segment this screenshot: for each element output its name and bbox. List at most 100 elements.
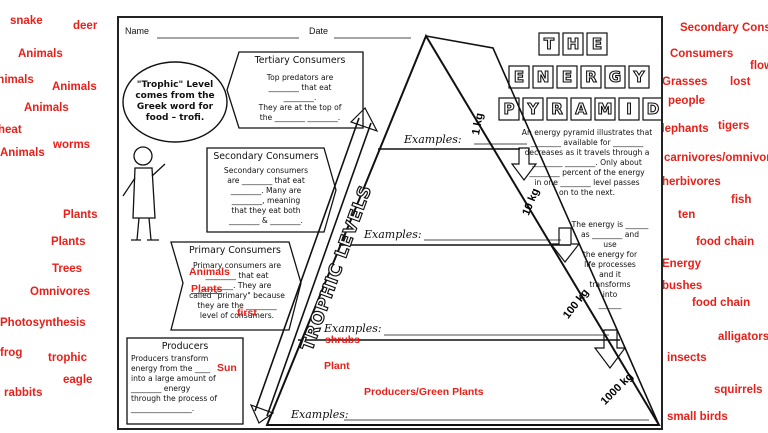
title-letter: R (585, 67, 598, 86)
text-line: decreases as it travels through a (524, 148, 650, 157)
word-card[interactable]: small birds (667, 411, 728, 423)
word-card[interactable]: Animals (0, 74, 34, 86)
text-line: Secondary consumers (223, 166, 309, 175)
text-line: ________. They are (202, 281, 272, 290)
title-letter: Y (527, 99, 539, 118)
examples-label-producers: Examples: (291, 408, 349, 421)
word-card[interactable]: Grasses (662, 76, 708, 88)
text-line: ________ available for ________ (530, 138, 644, 147)
text-line: ________ ________. Only about (532, 158, 642, 167)
title-letter: H (566, 34, 580, 53)
title-letter: R (551, 99, 564, 118)
word-card[interactable]: lost (730, 76, 751, 88)
word-card[interactable]: heat (0, 124, 22, 136)
word-card[interactable]: Consumers (670, 48, 734, 60)
text-line: Top predators are (266, 73, 334, 82)
text-line: ________ percent of the energy (529, 168, 645, 177)
greek-figure (122, 146, 166, 241)
placed-word-shrubs[interactable]: shrubs (325, 334, 361, 346)
word-card[interactable]: flow (750, 60, 768, 72)
text-line: and it (599, 270, 621, 279)
text-line: Producers transform (131, 354, 209, 363)
word-card[interactable]: trophic (48, 352, 87, 364)
word-card[interactable]: rabbits (4, 387, 43, 399)
text-line: ________________. (131, 404, 195, 413)
text-line: ________. (283, 93, 317, 102)
title-letter: E (591, 34, 603, 53)
word-card[interactable]: deer (73, 20, 98, 32)
secondary-text: Secondary consumers are ________ that ea… (207, 166, 325, 226)
word-card[interactable]: frog (0, 347, 23, 359)
placed-word-animals[interactable]: Animals (189, 266, 230, 278)
word-card[interactable]: Photosynthesis (0, 317, 86, 329)
tertiary-text: Top predators are ________ that eat ____… (239, 73, 361, 123)
word-card[interactable]: food chain (692, 297, 751, 309)
name-field[interactable] (159, 27, 297, 37)
word-card[interactable]: ten (678, 209, 696, 221)
word-card[interactable]: tigers (718, 120, 750, 132)
text-line: An energy pyramid illustrates that (521, 128, 653, 137)
secondary-heading: Secondary Consumers (213, 151, 319, 162)
word-card[interactable]: Animals (18, 48, 63, 60)
title-letter: E (561, 67, 573, 86)
name-label: Name (125, 26, 150, 36)
word-card[interactable]: Plants (63, 209, 98, 221)
word-card[interactable]: Energy (662, 258, 701, 270)
text-line: ______ (598, 300, 622, 309)
title-letter: I (626, 99, 633, 118)
word-card[interactable]: Omnivores (30, 286, 91, 298)
word-card[interactable]: insects (667, 352, 707, 364)
quote-line: food – trofi. (145, 113, 205, 123)
tertiary-heading: Tertiary Consumers (254, 55, 346, 66)
date-field[interactable] (335, 27, 410, 37)
word-card[interactable]: food chain (696, 236, 755, 248)
text-line: the ________ ________. (259, 113, 341, 122)
placed-word-plant[interactable]: Plant (324, 360, 350, 372)
text-line: are ________ that eat (227, 176, 305, 185)
placed-word-first[interactable]: first (237, 307, 257, 319)
text-line: transforms (589, 280, 631, 289)
word-card[interactable]: Animals (24, 102, 69, 114)
text-line: energy from the ____ (131, 364, 211, 373)
word-card[interactable]: squirrels (714, 384, 763, 396)
text-line: They are at the top of (258, 103, 342, 112)
word-card[interactable]: people (668, 95, 706, 107)
trophic-quote: "Trophic" Level comes from the Greek wor… (129, 80, 221, 124)
title-letter: M (597, 99, 613, 118)
word-card[interactable]: herbivores (662, 176, 721, 188)
text-line: they are the ________ (197, 301, 277, 310)
word-card[interactable]: alligators (718, 331, 768, 343)
text-line: ________ that eat (205, 271, 269, 280)
placed-word-sun[interactable]: Sun (217, 362, 237, 374)
word-card[interactable]: Animals (52, 81, 97, 93)
word-card[interactable]: carnivores/omnivores (664, 152, 768, 164)
placed-word-plants[interactable]: Plants (191, 283, 223, 295)
text-line: ________, meaning (231, 196, 301, 205)
text-line: into a large amount of (131, 374, 216, 383)
word-card[interactable]: fish (731, 194, 752, 206)
text-line: on to the next. (558, 188, 616, 197)
title-letter: T (543, 34, 555, 53)
word-card[interactable]: worms (53, 139, 91, 151)
title-letter: G (608, 67, 622, 86)
examples-label-tertiary: Examples: (404, 133, 462, 146)
title-letter: N (536, 67, 550, 86)
word-card[interactable]: Secondary Consumers (680, 22, 768, 34)
word-card[interactable]: Animals (0, 147, 45, 159)
word-card[interactable]: Plants (51, 236, 86, 248)
text-line: the energy for (582, 250, 638, 259)
word-card[interactable]: elephants (655, 123, 709, 135)
primary-heading: Primary Consumers (189, 245, 281, 256)
text-line: into (602, 290, 618, 299)
word-card[interactable]: eagle (63, 374, 93, 386)
word-card[interactable]: Trees (52, 263, 83, 275)
text-line: through the process of (131, 394, 218, 403)
examples-label-primary: Examples: (324, 322, 382, 335)
word-card[interactable]: snake (10, 15, 43, 27)
placed-word-producers-green-plants[interactable]: Producers/Green Plants (364, 386, 484, 398)
text-line: level of consumers. (199, 311, 275, 320)
pyramid-info-text: An energy pyramid illustrates that _____… (512, 128, 662, 198)
date-label: Date (309, 26, 329, 36)
text-line: ________ that eat (268, 83, 332, 92)
word-card[interactable]: bushes (662, 280, 703, 292)
